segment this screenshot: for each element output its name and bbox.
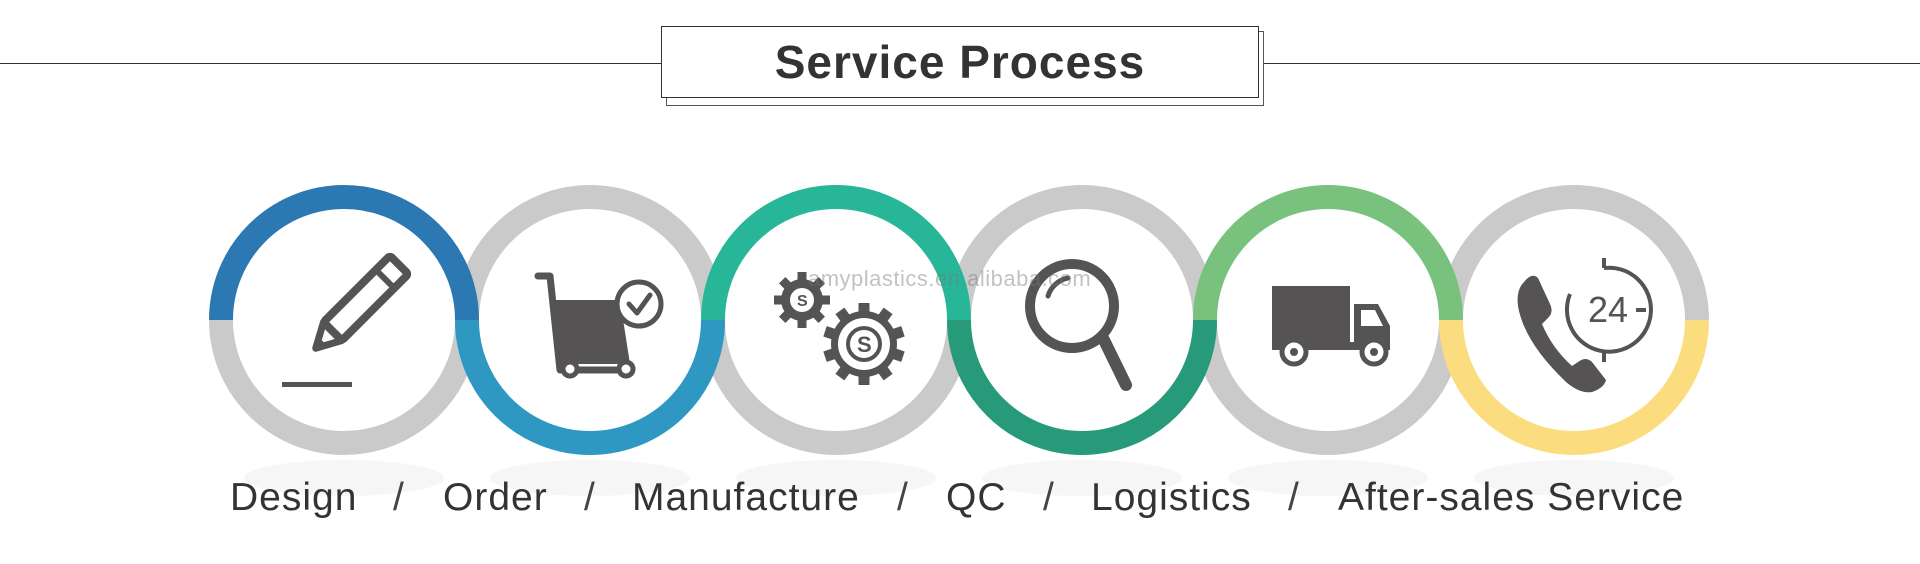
step-separator: / [584,476,596,519]
gears-icon: S S [774,272,905,385]
step-ring-segment [947,185,1217,320]
ring-reflection [1474,460,1674,496]
shopping-cart-icon [534,272,664,379]
step-ring-segment [701,320,971,455]
svg-text:S: S [857,332,872,357]
step-ring-segment [1193,185,1463,320]
ring-reflection [490,460,690,496]
step-ring-segment [209,185,479,320]
step-separator: / [1043,476,1055,519]
step-label-order: Order [443,476,548,519]
step-separator: / [1288,476,1300,519]
step-separator: / [393,476,405,519]
step-label-after-sales-service: After-sales Service [1338,476,1685,519]
steps-row: Design / Order / Manufacture / QC / Logi… [0,476,1920,536]
ring-reflection [736,460,936,496]
truck-icon [1272,286,1390,367]
page-title: Service Process [774,36,1146,88]
header-line-left [0,63,662,64]
hours-24-label: 24 [1588,289,1628,330]
step-ring-segment [947,320,1217,455]
magnifier-icon [1025,259,1132,391]
step-label-logistics: Logistics [1091,476,1252,519]
step-ring-segment [1439,185,1709,320]
step-ring-segment [1439,320,1709,455]
step-ring-segment [1193,320,1463,455]
pencil-icon [282,252,412,387]
title-box: Service Process [661,26,1259,98]
step-ring-segment [455,320,725,455]
step-label-manufacture: Manufacture [632,476,860,519]
watermark: amyplastics.en.alibaba.com [808,266,1092,291]
step-label-design: Design [230,476,358,519]
ring-reflection [1228,460,1428,496]
step-ring-segment [701,185,971,320]
svg-text:S: S [797,293,808,310]
ring-reflection [244,460,444,496]
step-label-qc: QC [946,476,1007,519]
step-ring-segment [209,320,479,455]
header-line-right [1264,63,1920,64]
phone-24-icon: 24 [1517,258,1653,393]
ring-reflection [982,460,1182,496]
step-ring-segment [455,185,725,320]
step-separator: / [897,476,909,519]
